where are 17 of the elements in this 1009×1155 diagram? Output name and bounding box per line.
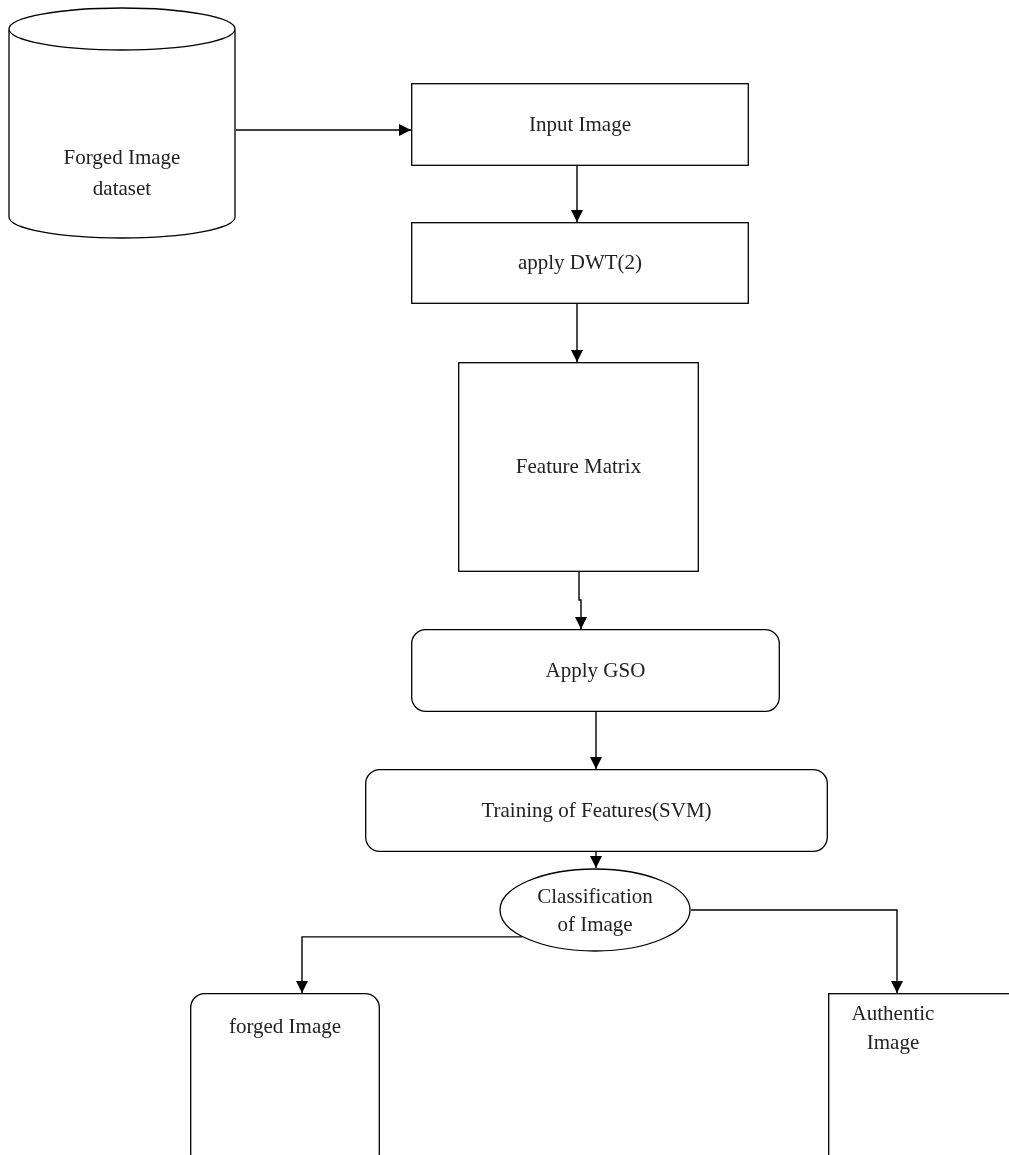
arrow	[571, 165, 583, 223]
arrow	[590, 851, 602, 869]
arrow	[296, 936, 523, 994]
node-label: Input Image	[528, 110, 631, 138]
node-label: Apply GSO	[545, 656, 646, 684]
arrow	[235, 124, 412, 136]
node-label: forged Image	[228, 1013, 342, 1040]
arrow	[590, 711, 602, 770]
node-label: apply DWT(2)	[517, 249, 643, 277]
arrow	[690, 909, 903, 994]
arrow	[571, 303, 583, 363]
node-label: Training of Features(SVM)	[481, 796, 712, 824]
node-label: Forged Image dataset	[62, 143, 182, 202]
node-label: Feature Matrix	[515, 453, 642, 481]
node-label: Authentic Image	[850, 1000, 936, 1057]
arrow	[575, 571, 587, 630]
node-label: Classification of Image	[536, 882, 654, 938]
